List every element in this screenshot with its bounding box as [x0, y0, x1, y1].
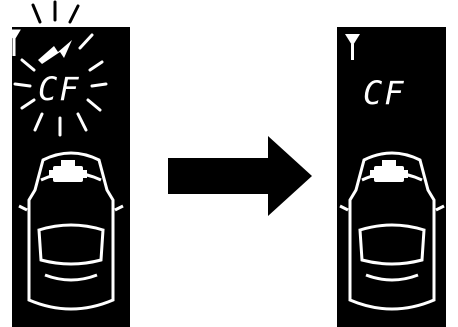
- right-display-panel: CF: [337, 27, 446, 327]
- left-display-panel: CF: [8, 2, 130, 327]
- right-code-text: CF: [363, 74, 406, 112]
- flashing-rays: [33, 2, 78, 22]
- arrow-right-icon: [168, 136, 312, 216]
- left-code-text: CF: [38, 70, 81, 108]
